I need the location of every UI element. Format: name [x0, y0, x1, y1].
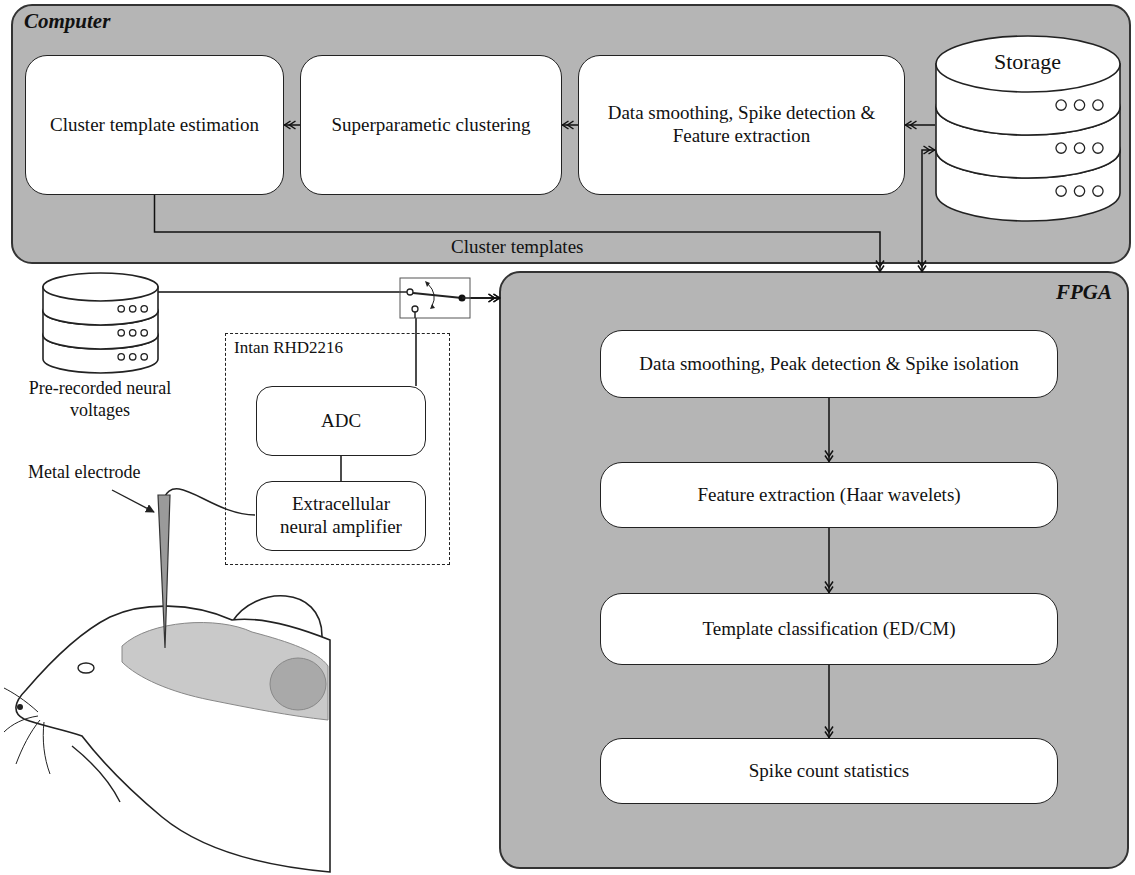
- leader-line: [112, 490, 154, 512]
- node-label: Spike count statistics: [749, 760, 909, 783]
- node-label: Intan RHD2216: [234, 338, 343, 358]
- whiskers: [4, 688, 50, 774]
- cerebellum: [270, 658, 326, 710]
- connector-arrow: [284, 124, 300, 126]
- disk-dot: [1074, 100, 1084, 110]
- process-box: ADC: [256, 386, 426, 456]
- disk-dot: [129, 330, 135, 336]
- disk-dot: [1092, 143, 1102, 153]
- disk-dot: [117, 306, 123, 312]
- mouse-nose: [17, 704, 23, 710]
- connector-arrow: [562, 124, 578, 126]
- disk-dot: [129, 354, 135, 360]
- connector-arrow: [828, 665, 830, 738]
- node-label: Pre-recorded neural voltages: [15, 378, 185, 421]
- process-box: Cluster template estimation: [25, 55, 284, 195]
- panel-background: [500, 272, 1128, 868]
- metal-electrode: [158, 495, 170, 648]
- disk-dot: [140, 306, 146, 312]
- process-box: Data smoothing, Peak detection & Spike i…: [600, 330, 1058, 398]
- chip-outline: Intan RHD2216ADC Extracellular neural amp…: [225, 333, 450, 565]
- disk-dot: [129, 306, 135, 312]
- disk-top: [43, 273, 158, 301]
- connector-arrow: [905, 124, 935, 126]
- node-label: Data smoothing, Peak detection & Spike i…: [639, 353, 1018, 376]
- disk-dot: [1074, 186, 1084, 196]
- disk-dot: [1092, 100, 1102, 110]
- mouse-head: [16, 596, 330, 872]
- connector-arrow: [922, 150, 935, 272]
- disk-dot: [117, 330, 123, 336]
- mouse-ear: [232, 596, 322, 692]
- node-label: Feature extraction (Haar wavelets): [697, 484, 960, 507]
- database-icon: Pre-recorded neural voltages: [15, 272, 185, 422]
- process-box: Data smoothing, Spike detection & Featur…: [578, 55, 905, 195]
- edge-label: Cluster templates: [451, 236, 583, 259]
- database-icon: [42, 272, 159, 374]
- part-label: Metal electrode: [28, 462, 140, 484]
- disk-dot: [117, 354, 123, 360]
- process-box: Feature extraction (Haar wavelets): [600, 462, 1058, 528]
- electrode-wire: [164, 489, 255, 515]
- connector-arrow: [828, 398, 830, 462]
- disk-dot: [140, 354, 146, 360]
- node-label: Extracellular neural amplifier: [269, 493, 413, 539]
- connector-arrow: [340, 456, 342, 481]
- disk-top: [936, 36, 1120, 92]
- node-label: Storage: [935, 49, 1120, 75]
- computer-panel: ComputerCluster template estimation Super…: [12, 5, 1130, 263]
- disk-dot: [1074, 143, 1084, 153]
- panel-background: [12, 5, 1130, 263]
- process-box: Spike count statistics: [600, 738, 1058, 804]
- process-box: Superparametic clustering: [300, 55, 562, 195]
- process-box: Extracellular neural amplifier: [256, 481, 426, 551]
- node-label: Template classification (ED/CM): [703, 618, 956, 641]
- process-box: Template classification (ED/CM): [600, 593, 1058, 665]
- mouse-outline: [16, 606, 330, 872]
- panel-title: FPGA: [1056, 280, 1112, 305]
- fpga-panel: FPGA Data smoothing, Peak detection & Spi…: [500, 272, 1128, 868]
- connector-arrow: [828, 528, 830, 593]
- storage-cylinder: Storage: [935, 35, 1120, 225]
- disk-dot: [1092, 186, 1102, 196]
- disk-dot: [1055, 186, 1065, 196]
- mouse-jaw: [72, 746, 120, 802]
- node-label: Superparametic clustering: [332, 114, 531, 137]
- connector-arrow: [416, 298, 500, 386]
- mouse-eye: [78, 663, 94, 673]
- connector-arrow: [155, 195, 881, 272]
- disk-dot: [1055, 100, 1065, 110]
- disk-dot: [140, 330, 146, 336]
- disk-dot: [1055, 143, 1065, 153]
- connector-arrow: [158, 292, 501, 298]
- node-label: ADC: [321, 410, 361, 433]
- brain: [122, 623, 328, 720]
- node-label: Cluster template estimation: [50, 114, 259, 137]
- panel-title: Computer: [24, 9, 110, 34]
- node-label: Data smoothing, Spike detection & Featur…: [591, 102, 892, 148]
